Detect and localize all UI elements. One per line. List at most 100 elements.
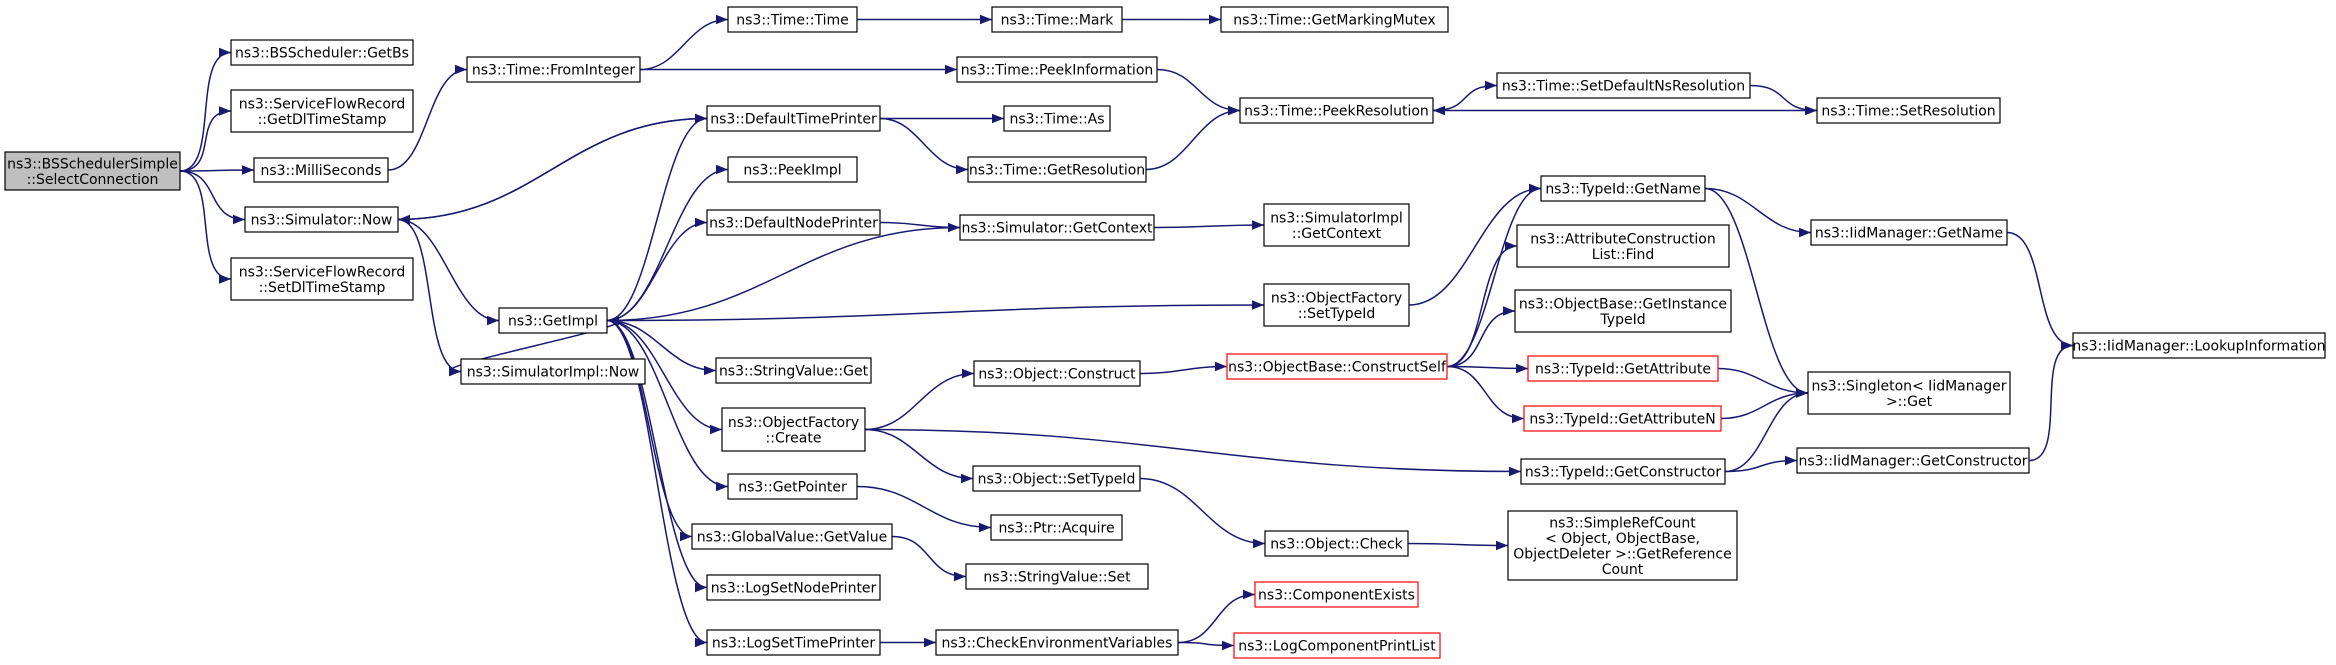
node-label-defnodeprinter-line-0: ns3::DefaultNodePrinter	[709, 216, 878, 232]
node-constructself[interactable]: ns3::ObjectBase::ConstructSelf	[1226, 353, 1448, 380]
edge-getimpl-to-strvalget	[606, 319, 717, 376]
edge-root-to-sfr_get	[179, 106, 232, 172]
node-sfr_set[interactable]: ns3::ServiceFlowRecord::SetDlTimeStamp	[230, 257, 414, 301]
node-gvgetvalue[interactable]: ns3::GlobalValue::GetValue	[691, 523, 893, 550]
node-getres[interactable]: ns3::Time::GetResolution	[967, 156, 1147, 183]
edge-millisec-to-frominteger	[387, 64, 468, 171]
node-setdefres[interactable]: ns3::Time::SetDefaultNsResolution	[1496, 72, 1751, 99]
edge-constructself-to-tidgetname	[1446, 183, 1542, 368]
edge-objcheck-to-simplerefcount	[1407, 540, 1509, 551]
edge-simnow-to-getimpl	[397, 218, 500, 326]
node-objconstruct[interactable]: ns3::Object::Construct	[973, 360, 1141, 387]
node-checkenv[interactable]: ns3::CheckEnvironmentVariables	[935, 629, 1179, 656]
node-label-strvalset-line-0: ns3::StringValue::Set	[983, 570, 1131, 586]
node-ptracquire[interactable]: ns3::Ptr::Acquire	[990, 514, 1123, 541]
node-label-sfr_get-line-1: ::GetDlTimeStamp	[258, 112, 387, 128]
edge-ofcreate-to-objconstruct	[864, 368, 975, 431]
node-strvalget[interactable]: ns3::StringValue::Get	[715, 357, 872, 384]
node-getmarkmutex[interactable]: ns3::Time::GetMarkingMutex	[1220, 6, 1449, 33]
node-tidgetctor[interactable]: ns3::TypeId::GetConstructor	[1520, 458, 1726, 485]
node-iidgetctor[interactable]: ns3::IidManager::GetConstructor	[1796, 447, 2030, 474]
node-label-obgetinst-line-1: TypeId	[1599, 312, 1645, 328]
node-simimplctx[interactable]: ns3::SimulatorImpl::GetContext	[1263, 203, 1410, 247]
node-box-strvalset	[965, 563, 1149, 590]
node-label-compexists-line-0: ns3::ComponentExists	[1258, 588, 1415, 604]
node-tidgetname[interactable]: ns3::TypeId::GetName	[1540, 175, 1706, 202]
edge-getimpl-to-deftimeprinter	[606, 113, 708, 322]
edge-gvgetvalue-to-strvalset	[891, 535, 967, 582]
node-box-logcompprint	[1233, 632, 1441, 659]
edge-getimpl-to-ofsettypeid	[606, 300, 1265, 322]
node-iidlookup[interactable]: ns3::IidManager::LookupInformation	[2072, 332, 2326, 359]
node-ofsettypeid[interactable]: ns3::ObjectFactory::SetTypeId	[1263, 283, 1410, 327]
node-label-logsetnode-line-0: ns3::LogSetNodePrinter	[711, 581, 877, 597]
node-box-peekimpl	[727, 156, 858, 183]
node-label-getpointer-line-0: ns3::GetPointer	[738, 480, 847, 496]
node-box-timeas	[1003, 105, 1111, 132]
node-label-logcompprint-line-0: ns3::LogComponentPrintList	[1238, 639, 1436, 655]
node-timeas[interactable]: ns3::Time::As	[1003, 105, 1111, 132]
node-simimplnow[interactable]: ns3::SimulatorImpl::Now	[460, 358, 646, 385]
node-label-timeas-line-0: ns3::Time::As	[1009, 112, 1104, 128]
node-simgetctx[interactable]: ns3::Simulator::GetContext	[959, 214, 1155, 241]
node-compexists[interactable]: ns3::ComponentExists	[1254, 581, 1419, 608]
node-label-sfr_set-line-1: ::SetDlTimeStamp	[259, 280, 386, 296]
node-simnow[interactable]: ns3::Simulator::Now	[244, 206, 399, 233]
edge-getres-to-peekres	[1145, 105, 1241, 171]
node-deftimeprinter[interactable]: ns3::DefaultTimePrinter	[706, 105, 881, 132]
node-label-simimplctx-line-1: ::GetContext	[1292, 226, 1382, 242]
node-peekimpl[interactable]: ns3::PeekImpl	[727, 156, 858, 183]
node-defnodeprinter[interactable]: ns3::DefaultNodePrinter	[706, 209, 881, 236]
node-label-ofcreate-line-0: ns3::ObjectFactory	[728, 415, 859, 431]
node-iidgetname[interactable]: ns3::IidManager::GetName	[1810, 219, 2008, 246]
node-label-sfr_set-line-0: ns3::ServiceFlowRecord	[239, 264, 406, 280]
node-getpointer[interactable]: ns3::GetPointer	[727, 473, 858, 500]
node-box-setdefres	[1496, 72, 1751, 99]
node-tidgetattrn[interactable]: ns3::TypeId::GetAttributeN	[1523, 405, 1722, 432]
node-frominteger[interactable]: ns3::Time::FromInteger	[466, 56, 641, 83]
node-sfr_get[interactable]: ns3::ServiceFlowRecord::GetDlTimeStamp	[230, 89, 414, 133]
node-logcompprint[interactable]: ns3::LogComponentPrintList	[1233, 632, 1441, 659]
node-box-simimplnow	[460, 358, 646, 385]
node-objsettypeid[interactable]: ns3::Object::SetTypeId	[972, 465, 1141, 492]
node-box-bsgetbs	[230, 39, 414, 66]
node-tidgetattr[interactable]: ns3::TypeId::GetAttribute	[1527, 355, 1719, 382]
edge-peekinfo-to-peekres	[1156, 68, 1241, 116]
node-millisec[interactable]: ns3::MilliSeconds	[253, 157, 389, 183]
node-label-getimpl-line-0: ns3::GetImpl	[508, 314, 598, 330]
node-peekinfo[interactable]: ns3::Time::PeekInformation	[956, 56, 1158, 83]
node-ofcreate[interactable]: ns3::ObjectFactory::Create	[721, 407, 866, 452]
edge-tidgetctor-to-iidgetctor	[1724, 455, 1798, 473]
node-box-getres	[967, 156, 1147, 183]
node-timemark[interactable]: ns3::Time::Mark	[991, 6, 1123, 33]
node-label-tidgetctor-line-0: ns3::TypeId::GetConstructor	[1525, 465, 1721, 481]
node-box-aclfind	[1516, 224, 1730, 268]
node-box-peekinfo	[956, 56, 1158, 83]
edge-ofcreate-to-tidgetctor	[864, 428, 1522, 477]
node-box-timemark	[991, 6, 1123, 33]
edge-iidgetname-to-iidlookup	[2006, 231, 2074, 351]
node-timetime[interactable]: ns3::Time::Time	[727, 6, 858, 33]
node-label-bsgetbs-line-0: ns3::BSScheduler::GetBs	[235, 46, 409, 62]
node-label-tidgetattr-line-0: ns3::TypeId::GetAttribute	[1535, 362, 1711, 378]
node-logsettime[interactable]: ns3::LogSetTimePrinter	[706, 629, 881, 656]
node-objcheck[interactable]: ns3::Object::Check	[1264, 530, 1409, 557]
node-logsetnode[interactable]: ns3::LogSetNodePrinter	[706, 574, 881, 601]
edge-constructself-to-tidgetattr	[1446, 363, 1529, 374]
node-strvalset[interactable]: ns3::StringValue::Set	[965, 563, 1149, 590]
node-setres[interactable]: ns3::Time::SetResolution	[1816, 97, 2001, 124]
node-root[interactable]: ns3::BSSchedulerSimple::SelectConnection	[4, 151, 181, 191]
node-label-iidlookup-line-0: ns3::IidManager::LookupInformation	[2072, 339, 2325, 355]
node-peekres[interactable]: ns3::Time::PeekResolution	[1239, 97, 1434, 124]
edge-constructself-to-aclfind	[1446, 241, 1518, 368]
node-label-deftimeprinter-line-0: ns3::DefaultTimePrinter	[710, 112, 877, 128]
node-singleton[interactable]: ns3::Singleton< IidManager >::Get	[1807, 371, 2011, 415]
node-getimpl[interactable]: ns3::GetImpl	[498, 307, 608, 334]
node-box-checkenv	[935, 629, 1179, 656]
node-bsgetbs[interactable]: ns3::BSScheduler::GetBs	[230, 39, 414, 66]
node-simplerefcount[interactable]: ns3::SimpleRefCount< Object, ObjectBase,…	[1507, 510, 1738, 581]
edge-getimpl-to-peekimpl	[606, 164, 729, 322]
